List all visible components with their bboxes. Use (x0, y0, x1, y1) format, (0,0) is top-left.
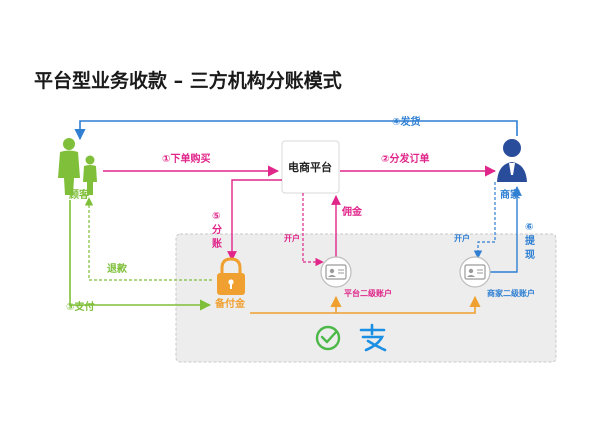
family-icon (58, 138, 97, 195)
wechat-pay-icon (315, 325, 341, 351)
order-label: ①下单购买 (162, 152, 210, 165)
withdraw-arrow (490, 186, 522, 273)
escrow-to-merchant-account (250, 295, 481, 314)
merchant-account-icon (459, 256, 491, 288)
page-title: 平台型业务收款 – 三方机构分账模式 (34, 69, 342, 92)
split-label-a: 分 (212, 223, 222, 236)
ship-label: ④发货 (392, 115, 420, 128)
split-arrow (227, 179, 282, 261)
platform-account-icon (320, 256, 352, 288)
split-num: ⑤ (212, 211, 220, 222)
merchant-open-label: 开户 (454, 233, 470, 243)
merchant-label: 商家 (500, 188, 521, 201)
pay-arrow (69, 200, 212, 311)
alipay-icon (359, 323, 387, 352)
dispatch-label: ②分发订单 (381, 152, 429, 165)
merchant-account-label: 商家二级账户 (487, 288, 535, 298)
refund-label: 退款 (107, 262, 128, 275)
escrow-label: 备付金 (214, 297, 246, 310)
merchant-open-arrow (473, 241, 495, 259)
customer-label: 顾客 (69, 188, 90, 201)
platform-node (281, 140, 340, 194)
split-label-b: 账 (212, 237, 222, 250)
commission-label: 佣金 (341, 205, 363, 218)
ship-arrow (74, 120, 518, 141)
third-party-box (175, 233, 557, 363)
businessman-icon (497, 139, 527, 182)
platform-label: 电商平台 (288, 160, 332, 174)
platform-account-label: 平台二级账户 (344, 288, 392, 298)
lock-icon (217, 257, 245, 295)
withdraw-label-a: 提 (525, 234, 536, 247)
withdraw-num: ⑥ (525, 222, 533, 233)
refund-arrow (84, 197, 212, 281)
pay-label: ③支付 (66, 300, 94, 313)
platform-open-label: 开户 (284, 233, 300, 243)
withdraw-label-b: 现 (525, 249, 535, 261)
